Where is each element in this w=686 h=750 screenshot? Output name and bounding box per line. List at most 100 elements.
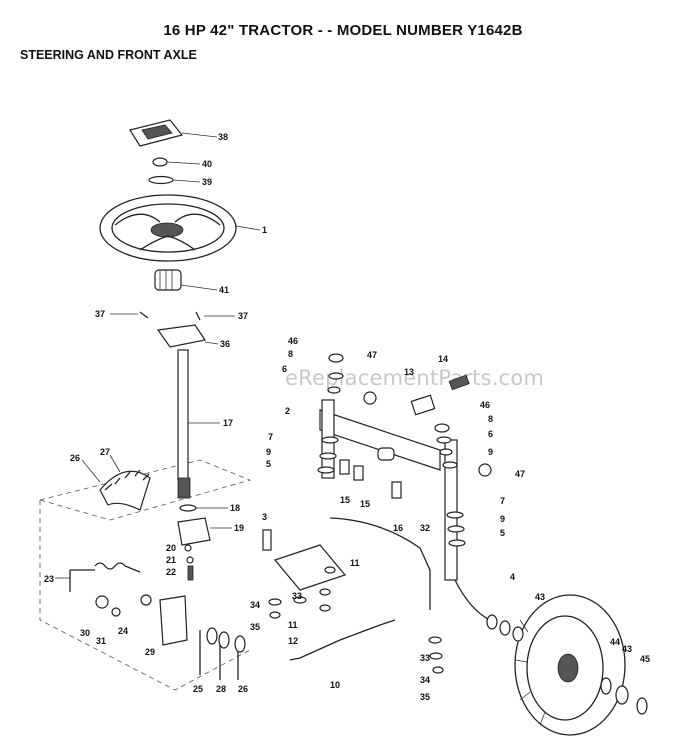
washer-43c — [512, 626, 524, 642]
callout-15b: 15 — [360, 499, 370, 509]
callout-26-upper: 26 — [70, 453, 80, 463]
callout-47-right: 47 — [515, 469, 525, 479]
callout-21: 21 — [166, 555, 176, 565]
callout-10: 10 — [330, 680, 340, 690]
callout-37-left: 37 — [95, 309, 105, 319]
leader-36 — [204, 341, 219, 345]
callout-18: 18 — [230, 503, 240, 513]
callout-26-lower: 26 — [238, 684, 248, 694]
callout-13: 13 — [404, 367, 414, 377]
washer-21 — [186, 556, 194, 564]
washer-9-right-lower — [447, 525, 465, 533]
callout-23: 23 — [44, 574, 54, 584]
support-bracket — [159, 595, 188, 646]
callout-37-right: 37 — [238, 311, 248, 321]
washer-9-right — [442, 461, 458, 469]
callout-43-lower: 43 — [622, 644, 632, 654]
front-axle — [319, 409, 441, 471]
leader-1 — [235, 225, 261, 231]
callout-5-left: 5 — [266, 459, 271, 469]
leader-39 — [172, 179, 201, 183]
pitman-bracket — [273, 544, 347, 591]
callout-40: 40 — [202, 159, 212, 169]
callout-46-left: 46 — [288, 336, 298, 346]
callout-22: 22 — [166, 567, 176, 577]
washer-43d — [615, 685, 629, 705]
pinion-gear — [177, 517, 211, 546]
callout-9-right-lower: 9 — [500, 514, 505, 524]
washer-8-right — [436, 436, 452, 444]
callout-12: 12 — [288, 636, 298, 646]
washer-43b — [499, 620, 511, 636]
nut-31 — [111, 607, 121, 617]
washer-28b — [218, 631, 230, 649]
front-wheel — [514, 594, 626, 736]
leader-40 — [166, 161, 201, 165]
bearing-5-left — [317, 466, 335, 474]
washer-20 — [184, 544, 192, 552]
bolt-14 — [448, 374, 470, 391]
callout-5-right: 5 — [500, 528, 505, 538]
steering-adapter — [154, 269, 182, 291]
bearing-5-right — [448, 539, 466, 547]
bolts — [139, 311, 201, 321]
callout-31: 31 — [96, 636, 106, 646]
steering-wheel — [99, 194, 237, 262]
washer-33 — [293, 596, 307, 604]
callout-7-left: 7 — [268, 432, 273, 442]
pin-15b — [353, 465, 364, 481]
callout-39: 39 — [202, 177, 212, 187]
callout-4: 4 — [510, 572, 515, 582]
callout-36: 36 — [220, 339, 230, 349]
callout-20: 20 — [166, 543, 176, 553]
callout-29: 29 — [145, 647, 155, 657]
callout-11: 11 — [288, 620, 298, 630]
callout-34: 34 — [250, 600, 260, 610]
bolt-3 — [262, 529, 272, 551]
nut-35 — [269, 611, 281, 619]
section-subtitle: STEERING AND FRONT AXLE — [20, 48, 197, 62]
callout-47-left: 47 — [367, 350, 377, 360]
steering-shaft — [177, 349, 191, 499]
washer-33-right — [428, 636, 442, 644]
bushing-13 — [410, 394, 436, 416]
callout-11-right: 11 — [350, 558, 360, 568]
leader-27 — [109, 454, 121, 473]
callout-38: 38 — [218, 132, 228, 142]
spindle-arm — [454, 579, 491, 621]
pin-15a — [339, 459, 350, 475]
watermark: eReplacementParts.com — [285, 366, 545, 390]
callout-1: 1 — [262, 225, 267, 235]
drag-link — [289, 619, 396, 661]
sector-gear — [99, 470, 151, 511]
callout-6-right: 6 — [488, 429, 493, 439]
callout-8-right: 8 — [488, 414, 493, 424]
callout-17: 17 — [223, 418, 233, 428]
ring-6-right — [439, 448, 453, 456]
callout-6-left: 6 — [282, 364, 287, 374]
callout-24: 24 — [118, 626, 128, 636]
bolt-12 — [319, 604, 331, 612]
nut-26 — [234, 635, 246, 653]
washer-44 — [600, 677, 612, 695]
callout-9-right: 9 — [488, 447, 493, 457]
callout-25: 25 — [193, 684, 203, 694]
callout-43-upper: 43 — [535, 592, 545, 602]
page-title: 16 HP 42" TRACTOR - - MODEL NUMBER Y1642… — [163, 22, 523, 39]
callout-41: 41 — [219, 285, 229, 295]
callout-34-right: 34 — [420, 675, 430, 685]
callout-15a: 15 — [340, 495, 350, 505]
bushing-axle — [377, 447, 395, 461]
callout-27: 27 — [100, 447, 110, 457]
bushing-24 — [140, 594, 152, 606]
nut-11 — [324, 566, 336, 574]
callout-33-right: 33 — [420, 653, 430, 663]
bolt-22 — [187, 565, 194, 581]
callout-7-right: 7 — [500, 496, 505, 506]
nut-47-left — [363, 391, 377, 405]
nut-47-right — [478, 463, 492, 477]
callout-35-right: 35 — [420, 692, 430, 702]
washer-7-left — [321, 436, 339, 444]
